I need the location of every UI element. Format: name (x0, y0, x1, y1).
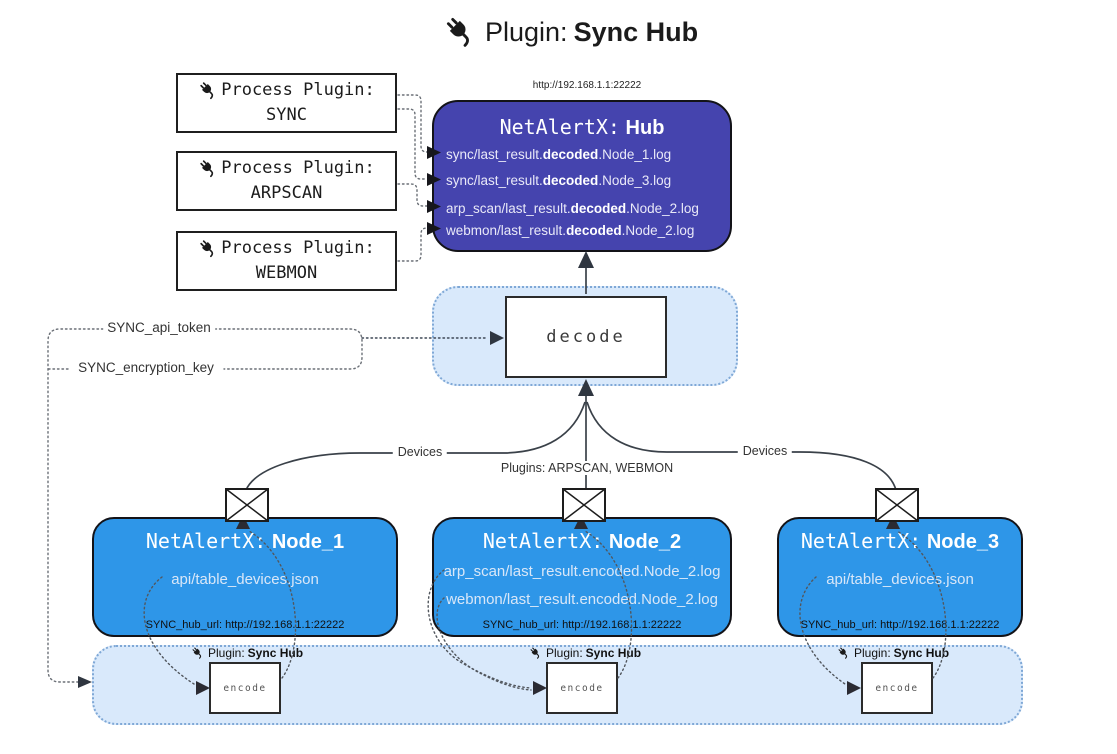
hub-log-line: sync/last_result.decoded.Node_3.log (446, 173, 672, 188)
plug-icon (191, 646, 205, 660)
encode-box: encode (546, 662, 618, 714)
process-plugin-box-webmon: Process Plugin: WEBMON (176, 231, 397, 291)
decode-label: decode (546, 327, 626, 347)
node-hub-url: SYNC_hub_url: http://192.168.1.1:22222 (800, 619, 1000, 631)
node-title: NetAlertX: Node_1 (145, 529, 345, 553)
hub-box: NetAlertX: Hub sync/last_result.decoded.… (432, 100, 732, 252)
hub-log-line: sync/last_result.decoded.Node_1.log (446, 147, 672, 162)
plug-icon (198, 238, 219, 259)
sync-api-token-label: SYNC_api_token (103, 320, 215, 335)
node-file-line: arp_scan/last_result.encoded.Node_2.log (443, 563, 721, 580)
plugins-label-center: Plugins: ARPSCAN, WEBMON (495, 461, 679, 475)
page-title-name: Sync Hub (573, 16, 699, 47)
hub-title-prefix: NetAlertX: (499, 115, 620, 139)
node-file-line: api/table_devices.json (826, 571, 974, 588)
node-file-line: webmon/last_result.encoded.Node_2.log (446, 591, 718, 608)
plugin-to-hub-dotted-links (397, 94, 428, 262)
plug-icon (443, 14, 479, 50)
hub-log-line: webmon/last_result.decoded.Node_2.log (446, 223, 695, 238)
devices-label-left: Devices (392, 445, 448, 459)
process-plugin-name: WEBMON (255, 263, 318, 283)
node-box-node-2: NetAlertX: Node_2 arp_scan/last_result.e… (432, 517, 732, 637)
hub-log-line: arp_scan/last_result.decoded.Node_2.log (446, 201, 699, 216)
hub-title: NetAlertX: Hub (434, 115, 730, 140)
plug-icon (198, 80, 219, 101)
process-plugin-box-arpscan: Process Plugin: ARPSCAN (176, 151, 397, 211)
node-hub-url: SYNC_hub_url: http://192.168.1.1:22222 (145, 619, 345, 631)
sync-encryption-key-label: SYNC_encryption_key (74, 360, 218, 375)
page-title: Plugin: Sync Hub (443, 14, 698, 50)
node-file-line: api/table_devices.json (171, 571, 319, 588)
strip-plugin-label: Plugin: Sync Hub (837, 646, 949, 660)
strip-plugin-label: Plugin: Sync Hub (191, 646, 303, 660)
encode-box: encode (209, 662, 281, 714)
node-box-node-3: NetAlertX: Node_3 api/table_devices.json… (777, 517, 1023, 637)
devices-label-right: Devices (737, 444, 793, 458)
node-title: NetAlertX: Node_3 (800, 529, 1000, 553)
hub-url-label: http://192.168.1.1:22222 (532, 80, 642, 91)
plug-icon (529, 646, 543, 660)
process-plugin-name: ARPSCAN (250, 183, 323, 203)
hub-title-name: Hub (625, 117, 665, 139)
page-title-prefix: Plugin: (485, 16, 568, 47)
decode-box: decode (505, 296, 667, 378)
node-title: NetAlertX: Node_2 (482, 529, 682, 553)
process-plugin-box-sync: Process Plugin: SYNC (176, 73, 397, 133)
process-plugin-title: Process Plugin: (221, 158, 375, 178)
plug-icon (837, 646, 851, 660)
process-plugin-title: Process Plugin: (221, 80, 375, 100)
plug-icon (198, 158, 219, 179)
process-plugin-name: SYNC (266, 105, 307, 125)
strip-plugin-label: Plugin: Sync Hub (529, 646, 641, 660)
node-box-node-1: NetAlertX: Node_1 api/table_devices.json… (92, 517, 398, 637)
encode-box: encode (861, 662, 933, 714)
node-hub-url: SYNC_hub_url: http://192.168.1.1:22222 (482, 619, 682, 631)
process-plugin-title: Process Plugin: (221, 238, 375, 258)
